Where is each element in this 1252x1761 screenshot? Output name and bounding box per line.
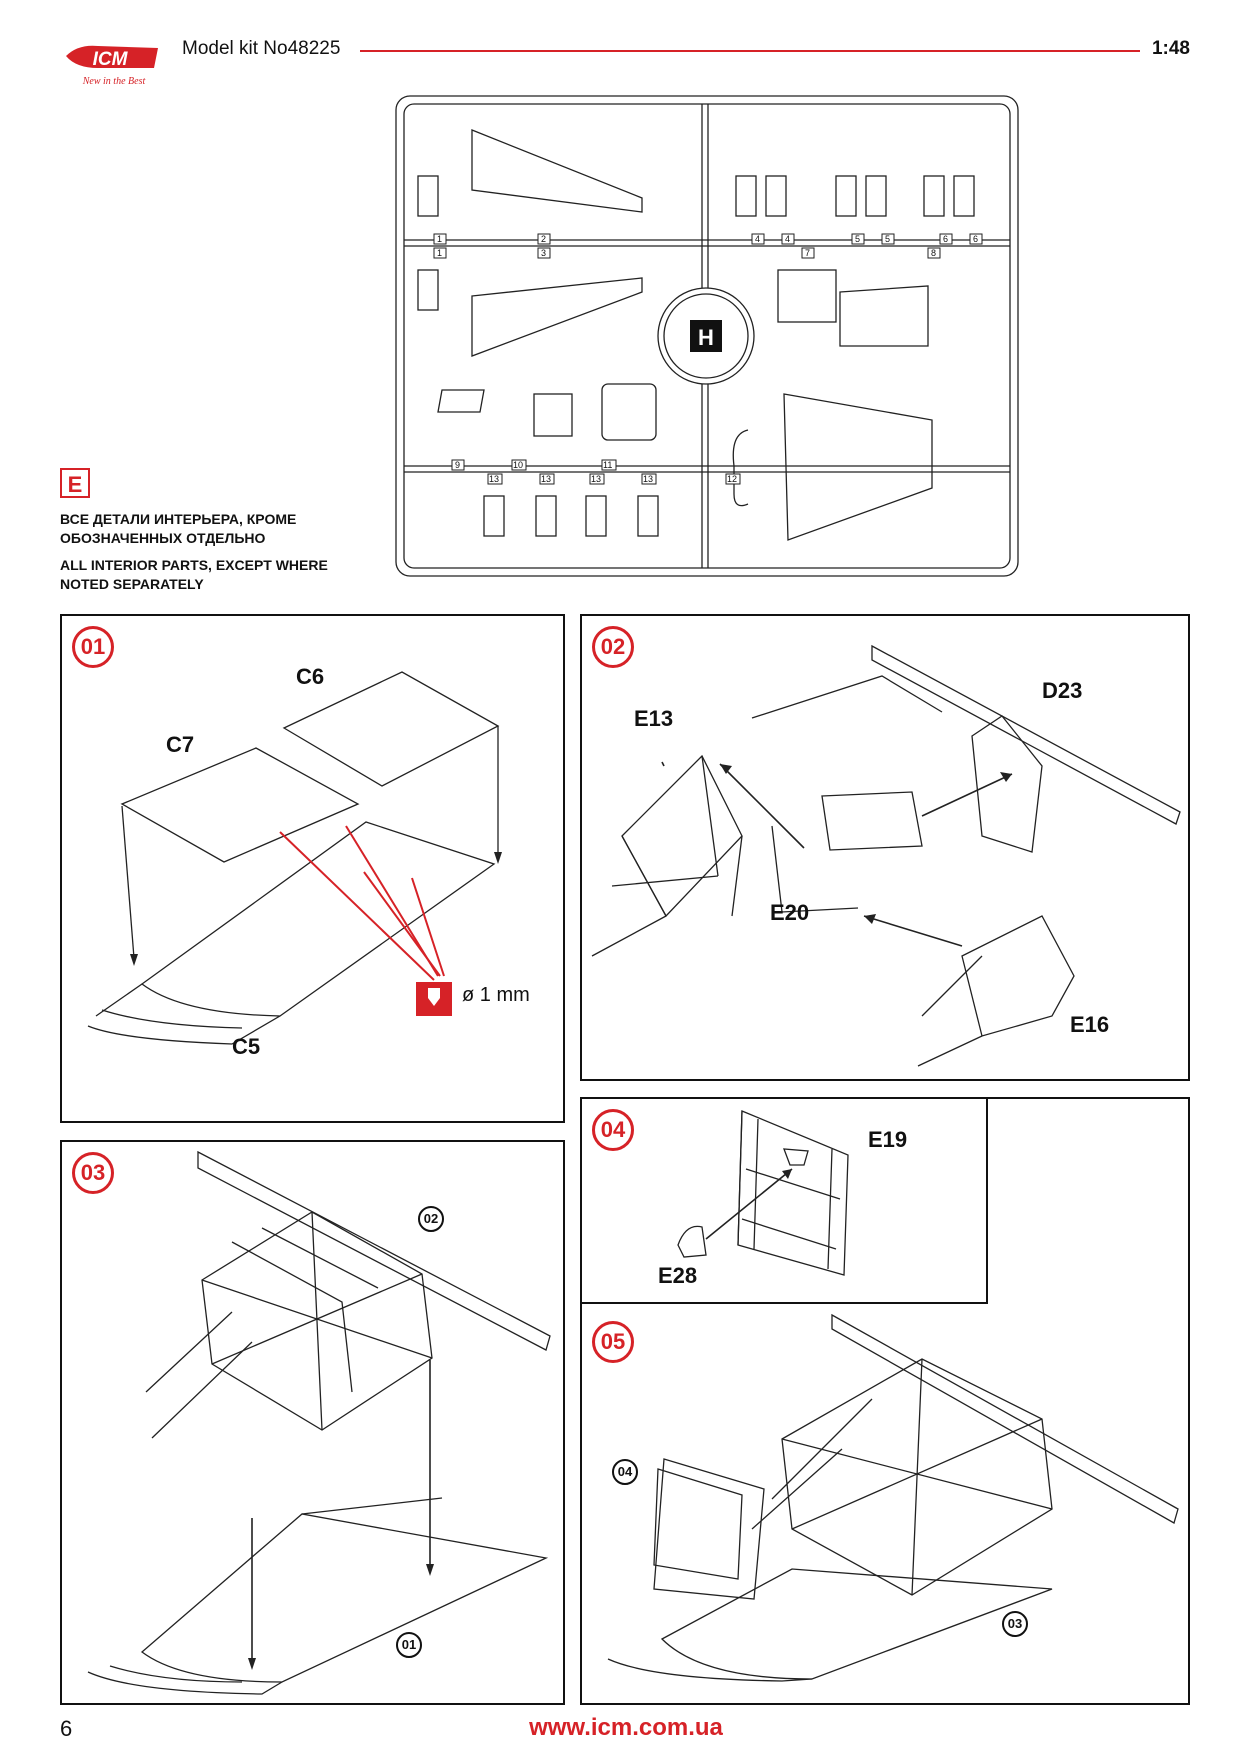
drill-size-note: ø 1 mm [462,984,530,1006]
ref-step-04-badge: 04 [612,1459,638,1485]
legend-en-line: ALL INTERIOR PARTS, EXCEPT WHERE [60,557,328,573]
part-label-e19: E19 [868,1127,908,1152]
legend-ru-line: ОБОЗНАЧЕННЫХ ОТДЕЛЬНО [60,530,266,546]
step-03-drawing [87,1150,551,1695]
website-link[interactable]: www.icm.com.ua [529,1714,723,1741]
svg-text:1: 1 [437,248,442,258]
ref-step-01-badge: 01 [396,1632,422,1658]
sprue-frame-drawing: H 1 1 2 3 4 4 5 5 6 6 7 8 9 10 11 12 13 … [395,95,1019,577]
part-label-c7: C7 [166,732,195,757]
header-divider [360,50,1140,52]
svg-text:5: 5 [855,234,860,244]
step-04-panel: 04 E19 E28 [580,1097,988,1304]
svg-text:4: 4 [755,234,760,244]
step-02-panel: 02 D23 E13 E20 E16 [580,614,1190,1081]
svg-text:10: 10 [513,460,523,470]
page-number: 6 [60,1716,73,1741]
step-01-panel: 01 C6 C7 C5 ø 1 mm [60,614,565,1123]
part-label-c5: C5 [232,1034,261,1059]
svg-text:9: 9 [455,460,460,470]
sprue-diagram: H 1 1 2 3 4 4 5 5 6 6 7 8 9 10 11 12 13 … [392,94,1022,580]
svg-text:8: 8 [931,248,936,258]
svg-text:4: 4 [785,234,790,244]
svg-text:13: 13 [541,474,551,484]
part-label-d23: D23 [1042,678,1083,703]
sprue-letter: H [698,325,714,350]
brand-text: ICM [93,49,129,70]
svg-text:6: 6 [943,234,948,244]
step-05-drawing [607,1313,1179,1682]
svg-text:13: 13 [591,474,601,484]
step-05-badge: 05 [592,1321,634,1363]
part-label-e13: E13 [634,706,674,731]
step-01-drawing [87,671,502,1045]
step-04-badge: 04 [592,1109,634,1151]
kit-title: Model kit No48225 [182,38,341,59]
svg-text:13: 13 [489,474,499,484]
svg-text:11: 11 [603,460,612,470]
svg-text:5: 5 [885,234,890,244]
part-label-e20: E20 [770,900,810,925]
step-02-drawing [591,644,1181,1067]
part-label-e16: E16 [1070,1012,1110,1037]
sprue-e-badge: E [60,468,90,498]
svg-text:7: 7 [805,248,810,258]
step-03-badge: 03 [72,1152,114,1194]
brand-tagline: New in the Best [82,76,146,87]
step-01-badge: 01 [72,626,114,668]
kit-scale: 1:48 [1151,38,1190,59]
ref-step-03-badge: 03 [1002,1611,1028,1637]
part-label-c6: C6 [296,664,325,689]
svg-text:6: 6 [973,234,978,244]
step-03-panel: 03 02 01 [60,1140,565,1705]
step-02-badge: 02 [592,626,634,668]
ref-step-02-badge: 02 [418,1206,444,1232]
legend-en-line: NOTED SEPARATELY [60,576,204,592]
legend-text-ru: ВСЕ ДЕТАЛИ ИНТЕРЬЕРА, КРОМЕ ОБОЗНАЧЕННЫХ… [60,510,360,548]
part-label-e28: E28 [658,1263,698,1288]
svg-text:12: 12 [727,474,737,484]
legend-ru-line: ВСЕ ДЕТАЛИ ИНТЕРЬЕРА, КРОМЕ [60,511,297,527]
brand-logo: ICM New in the Best [58,38,168,94]
icm-logo-icon: ICM New in the Best [66,45,158,87]
step-04-drawing [677,1110,849,1276]
svg-text:2: 2 [541,234,546,244]
svg-text:3: 3 [541,248,546,258]
svg-text:13: 13 [643,474,653,484]
svg-text:1: 1 [437,234,442,244]
legend-text-en: ALL INTERIOR PARTS, EXCEPT WHERE NOTED S… [60,556,360,594]
